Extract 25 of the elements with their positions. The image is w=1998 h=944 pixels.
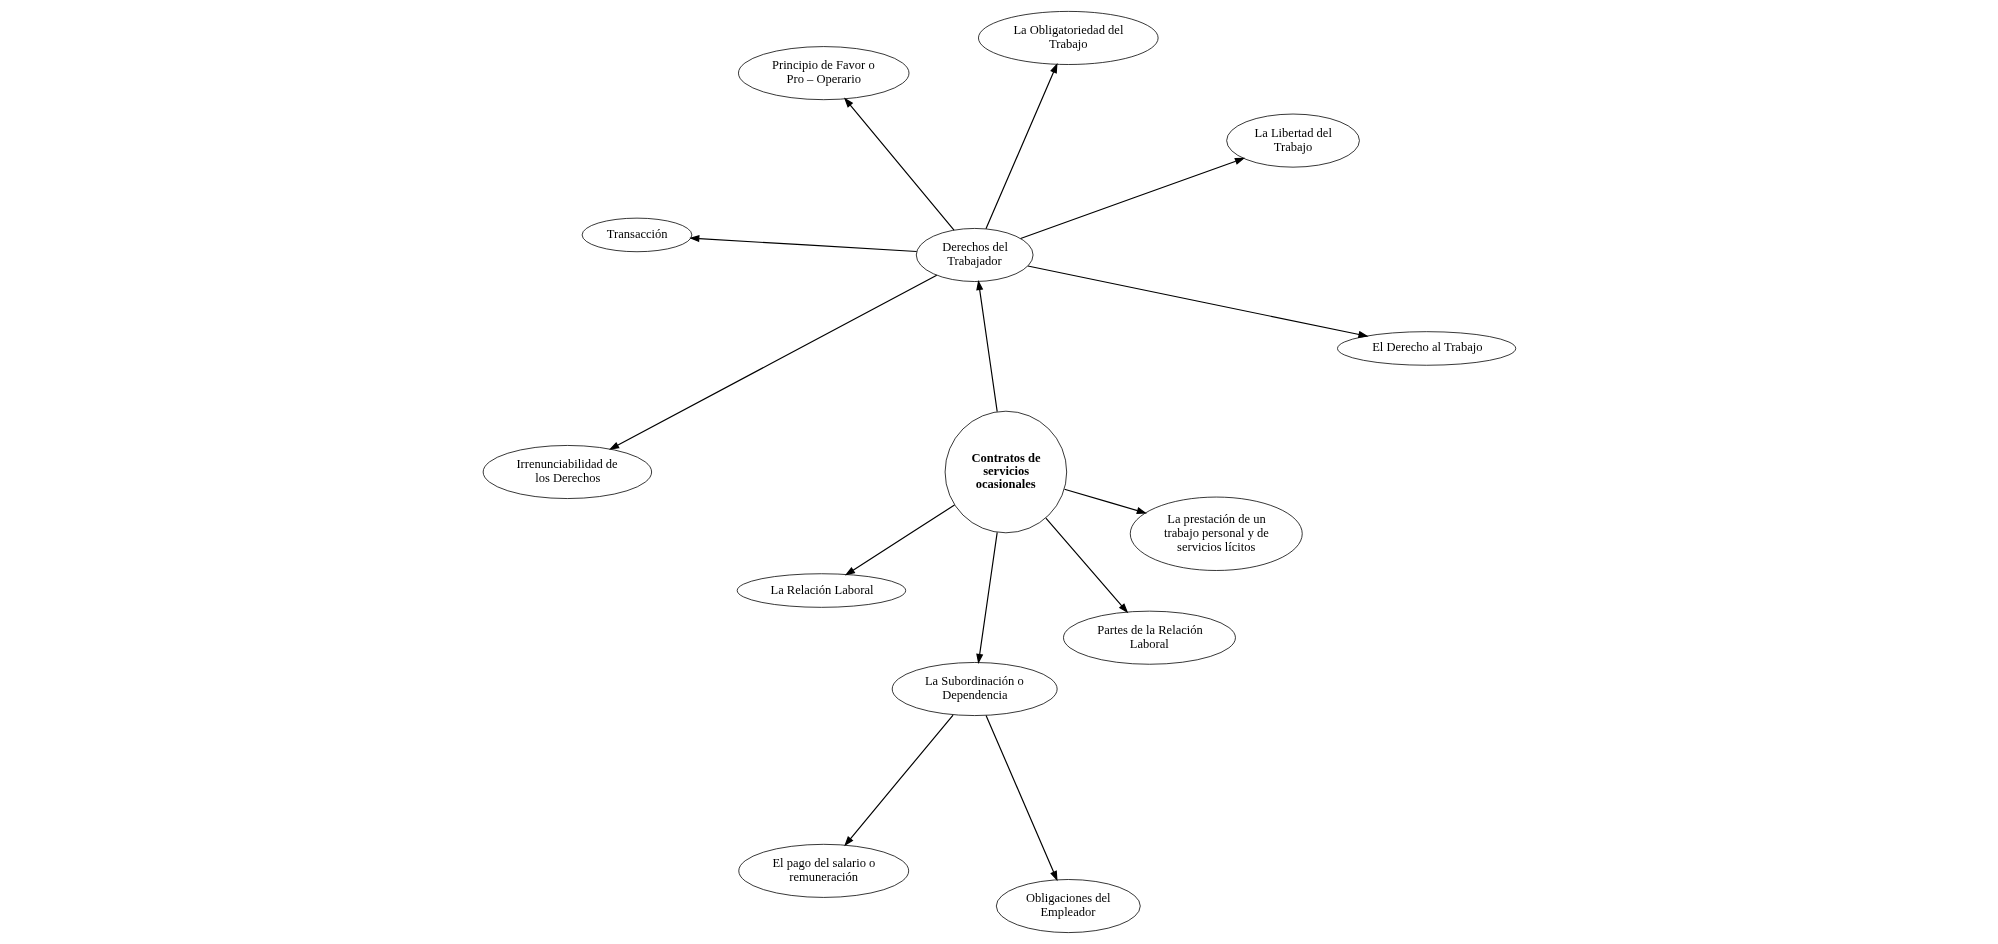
arrow — [975, 531, 998, 665]
node-ellipse: Irrenunciabilidad de los Derechos — [482, 445, 652, 499]
node-ellipse: El pago del salario o remuneración — [737, 843, 909, 898]
node-ellipse: Derechos del Trabajador — [915, 228, 1033, 282]
node-ellipse: La prestación de un trabajo personal y de servicios lícitos — [1129, 496, 1303, 571]
node-ellipse: La Obligatoriedad del Trabajo — [977, 11, 1158, 65]
arrow — [1019, 157, 1245, 240]
node-ellipse: Transacción — [581, 217, 692, 253]
arrow — [984, 62, 1057, 230]
arrow — [985, 714, 1058, 882]
arrow — [975, 279, 998, 413]
arrow — [844, 504, 955, 576]
node-ellipse: La Subordinación o Dependencia — [891, 662, 1058, 716]
node-ellipse: La Relación Laboral — [736, 573, 906, 608]
node-ellipse: Principio de Favor o Pro – Operario — [737, 46, 909, 101]
node-circle: Contratos de servicios ocasionales — [944, 410, 1067, 534]
node-ellipse: Partes de la Relación Laboral — [1062, 610, 1236, 665]
arrow — [688, 235, 917, 253]
arrow — [843, 714, 954, 847]
arrow — [608, 274, 937, 450]
node-ellipse: Obligaciones del Empleador — [995, 879, 1141, 933]
arrow — [1026, 265, 1369, 338]
arrow — [843, 97, 955, 231]
arrow — [1063, 488, 1147, 514]
arrow — [1044, 517, 1128, 614]
